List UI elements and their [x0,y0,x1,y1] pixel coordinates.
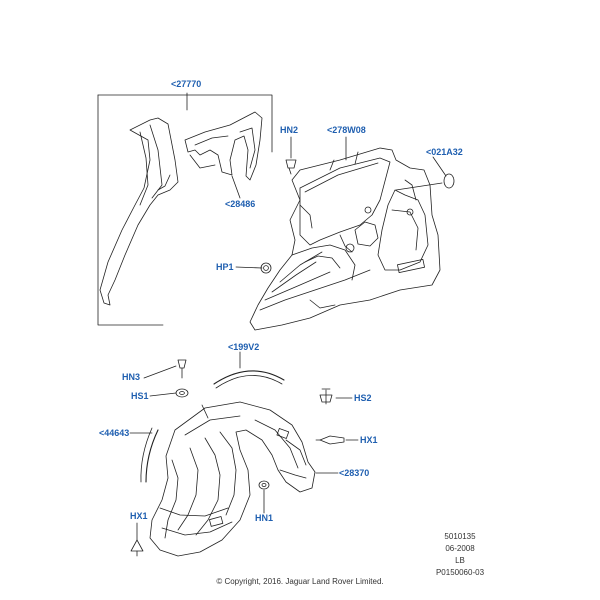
pillar-trim-panels [99,111,263,306]
callout-hn2[interactable]: HN2 [280,125,299,135]
copyright-notice: © Copyright, 2016. Jaguar Land Rover Lim… [216,577,384,586]
callout-hx1-left[interactable]: HX1 [130,511,148,521]
body-side-inner-panel [249,147,441,331]
callout-44643[interactable]: <44643 [99,428,130,438]
callout-hs1[interactable]: HS1 [131,391,149,401]
washer-hs1 [175,388,189,398]
plug-hp1 [260,262,272,274]
bolt-hs2 [319,388,333,405]
nut-hn1 [258,480,270,490]
arch-moulding-strip [213,370,285,389]
diagram-date: 06-2008 [445,544,475,553]
plug-021a32 [443,173,455,189]
callout-hx1-right[interactable]: HX1 [360,435,378,445]
callout-278w08[interactable]: <278W08 [327,125,366,135]
callout-hn3[interactable]: HN3 [122,372,141,382]
callout-hp1[interactable]: HP1 [216,262,234,272]
callout-hn1[interactable]: HN1 [255,513,274,523]
callout-28486[interactable]: <28486 [225,199,256,209]
pillar-trim-group-box [97,92,273,326]
callout-021a32[interactable]: <021A32 [426,147,463,157]
wheelhouse-liner [149,401,316,557]
screw-hn3 [177,359,187,379]
liner-edge-strip [140,427,159,483]
callout-28370[interactable]: <28370 [339,468,370,478]
callout-27770[interactable]: <27770 [171,79,202,89]
diagram-code: 5010135 [444,532,476,541]
callout-199v2[interactable]: <199V2 [228,342,260,352]
diagram-reference: P0150060-03 [435,568,485,577]
push-pin-hx1-right [315,435,345,445]
clip-hn2 [285,159,297,175]
callout-hs2[interactable]: HS2 [354,393,372,403]
push-pin-hx1-left [130,539,144,557]
diagram-region: LB [455,556,465,565]
